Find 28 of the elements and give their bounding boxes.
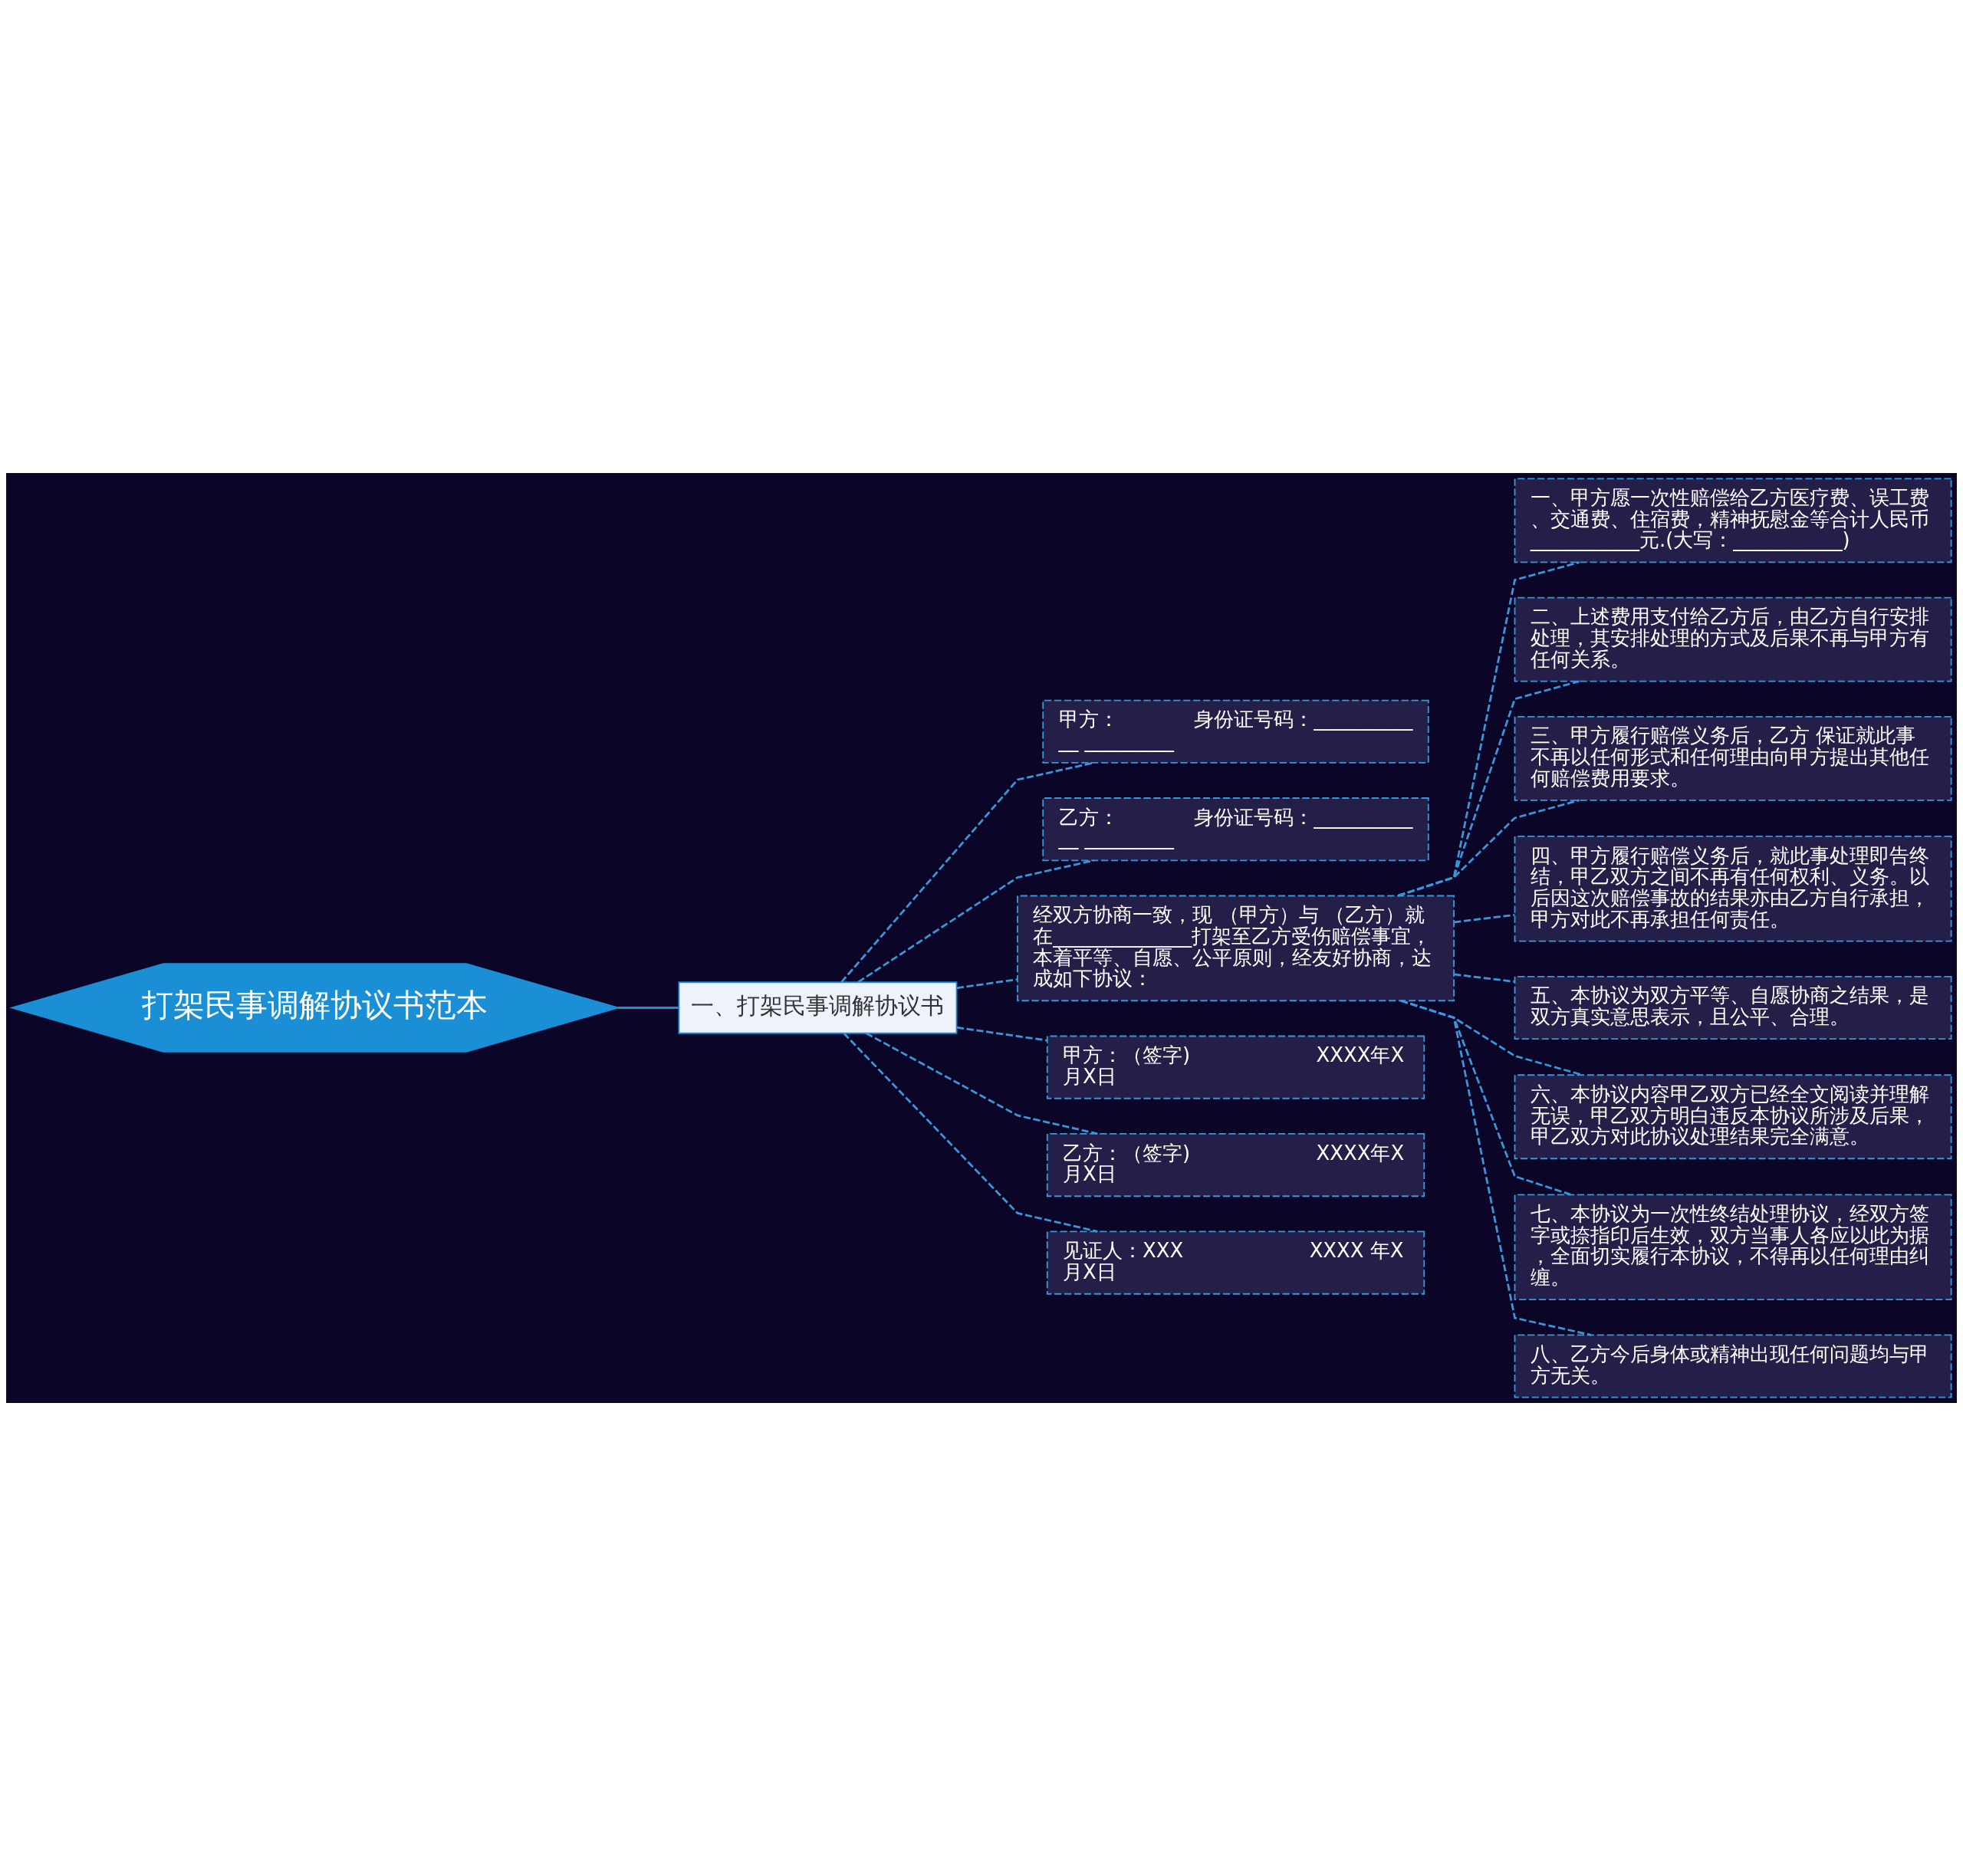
- node-box: 五、本协议为双方平等、自愿协商之结果，是双方真实意思表示，且公平、合理。: [1514, 975, 1952, 1040]
- node-box: 二、上述费用支付给乙方后，由乙方自行安排处理，其安排处理的方式及后果不再与甲方有任何关系。: [1514, 596, 1952, 682]
- node-box: 甲方：（签字) XXXX年X月X日: [1046, 1035, 1425, 1099]
- node-box: 一、甲方愿一次性赔偿给乙方医疗费、误工费、交通费、住宿费，精神抚慰金等合计人民币___________元.(大写：___________): [1514, 478, 1952, 563]
- node-box: 甲方： 身份证号码：____________ _________: [1042, 699, 1429, 764]
- connector: [1397, 561, 1580, 897]
- connector: [1400, 999, 1592, 1336]
- connector: [1454, 973, 1515, 983]
- node-box: 见证人：XXX XXXX 年X月X日: [1046, 1230, 1425, 1295]
- node-box: 乙方：（签字) XXXX年X月X日: [1046, 1133, 1425, 1198]
- connector: [956, 1026, 1047, 1042]
- connector: [1397, 799, 1580, 897]
- connector: [1454, 913, 1515, 924]
- connector: [956, 978, 1018, 990]
- connector: [843, 1032, 1098, 1233]
- connector: [865, 1032, 1098, 1135]
- connector: [617, 1007, 679, 1009]
- node-box: 乙方： 身份证号码：____________ _________: [1042, 797, 1429, 862]
- node-box: 七、本协议为一次性终结处理协议，经双方签字或捺指印后生效，双方当事人各应以此为据，全面切实履行本协议，不得再以任何理由纠缠。: [1514, 1194, 1952, 1301]
- connector: [857, 859, 1094, 984]
- node-box: 四、甲方履行赔偿义务后，就此事处理即告终结，甲乙双方之间不再有任何权利、义务。以后因这次赔偿事故的结果亦由乙方自行承担，甲方对此不再承担任何责任。: [1514, 836, 1952, 942]
- connector: [1397, 680, 1580, 897]
- connector: [840, 761, 1094, 983]
- node-box: 八、乙方今后身体或精神出现任何问题均与甲方无关。: [1514, 1334, 1952, 1398]
- node-box: 三、甲方履行赔偿义务后，乙方 保证就此事不再以任何形式和任何理由向甲方提出其他任何赔偿费用要求。: [1514, 715, 1952, 801]
- node-box: 经双方协商一致，现 （甲方）与 （乙方）就在______________打架至乙方受伤赔偿事宜，本着平等、自愿、公平原则，经友好协商，达成如下协议：: [1017, 895, 1455, 1002]
- node-box: 一、打架民事调解协议书: [678, 981, 958, 1034]
- node-box: 六、本协议内容甲乙双方已经全文阅读并理解无误，甲乙双方明白违反本协议所涉及后果，甲乙双方对此协议处理结果完全满意。: [1514, 1074, 1952, 1160]
